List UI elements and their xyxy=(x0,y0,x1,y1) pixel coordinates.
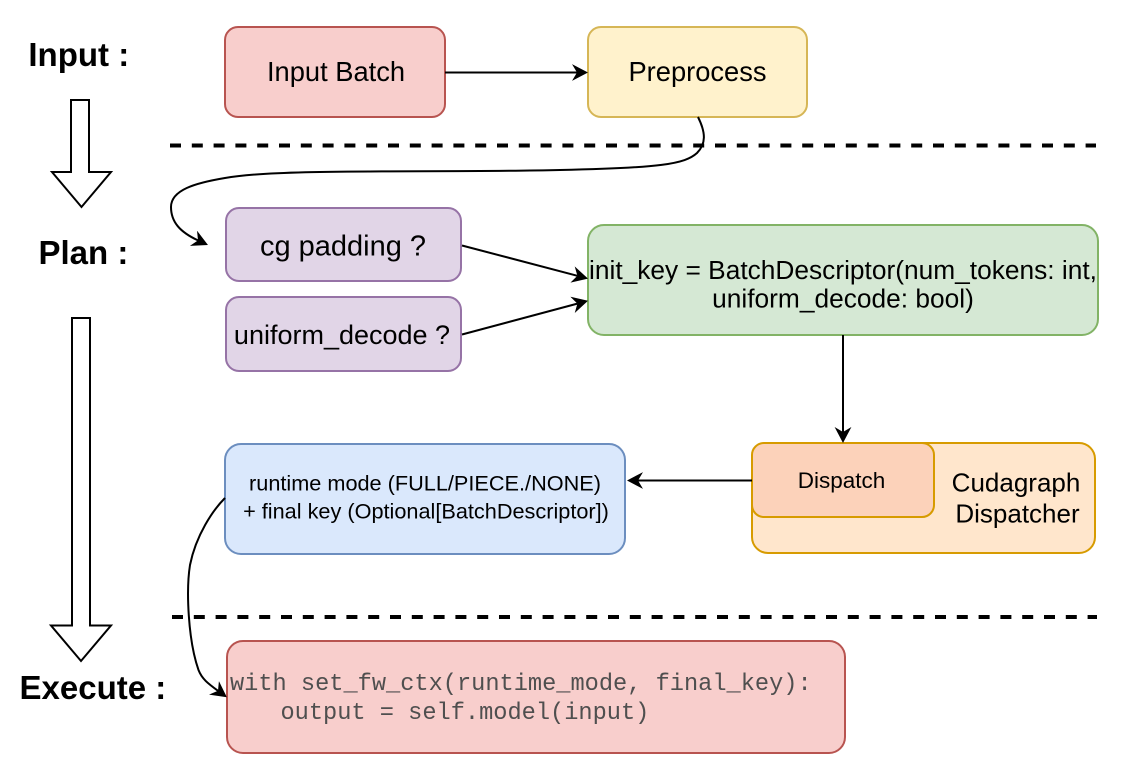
svg-text:Input :: Input : xyxy=(28,36,129,73)
svg-text:cg padding ?: cg padding ? xyxy=(260,231,426,263)
svg-text:uniform_decode ?: uniform_decode ? xyxy=(234,320,450,350)
svg-text:+ final key (Optional[BatchDes: + final key (Optional[BatchDescriptor]) xyxy=(243,499,609,524)
svg-text:with set_fw_ctx(runtime_mode,: with set_fw_ctx(runtime_mode, final_key)… xyxy=(230,671,812,698)
svg-text:uniform_decode: bool): uniform_decode: bool) xyxy=(712,283,974,313)
svg-text:Dispatch: Dispatch xyxy=(798,468,886,493)
svg-text:init_key = BatchDescriptor(num: init_key = BatchDescriptor(num_tokens: i… xyxy=(589,255,1097,285)
svg-text:runtime mode (FULL/PIECE./NONE: runtime mode (FULL/PIECE./NONE) xyxy=(249,471,601,496)
svg-text:Cudagraph: Cudagraph xyxy=(952,468,1081,498)
svg-text:output = self.model(input): output = self.model(input) xyxy=(281,700,650,727)
svg-text:Execute :: Execute : xyxy=(20,669,167,706)
svg-text:Plan :: Plan : xyxy=(39,234,129,271)
svg-text:Input Batch: Input Batch xyxy=(267,56,405,87)
svg-text:Dispatcher: Dispatcher xyxy=(955,499,1080,529)
svg-text:Preprocess: Preprocess xyxy=(628,56,766,87)
